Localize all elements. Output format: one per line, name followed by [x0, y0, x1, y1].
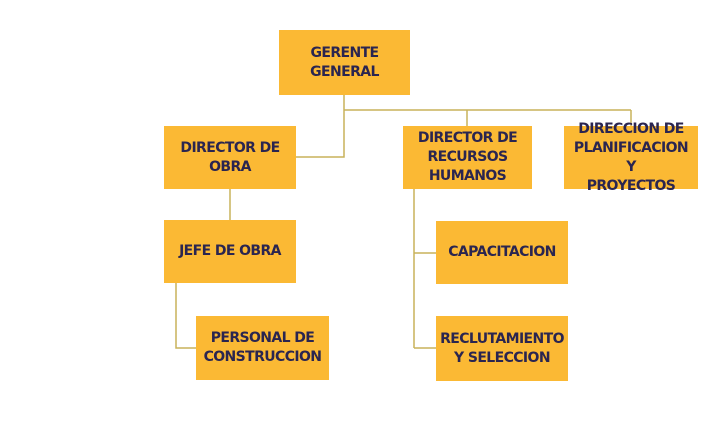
- node-capacitacion: CAPACITACION: [436, 221, 568, 284]
- node-personal-construccion: PERSONAL DE CONSTRUCCION: [196, 316, 329, 380]
- connector-jefe-personal: [175, 283, 196, 349]
- node-gerente-general: GERENTE GENERAL: [279, 30, 410, 95]
- node-direccion-planificacion: DIRECCION DE PLANIFICACION Y PROYECTOS: [564, 121, 698, 194]
- connector-gerente-director-obra: [296, 95, 345, 158]
- node-director-obra: DIRECTOR DE OBRA: [164, 126, 296, 189]
- node-reclutamiento: RECLUTAMIENTO Y SELECCION: [436, 316, 568, 381]
- node-jefe-obra: JEFE DE OBRA: [164, 220, 296, 283]
- node-director-rrhh: DIRECTOR DE RECURSOS HUMANOS: [403, 126, 532, 189]
